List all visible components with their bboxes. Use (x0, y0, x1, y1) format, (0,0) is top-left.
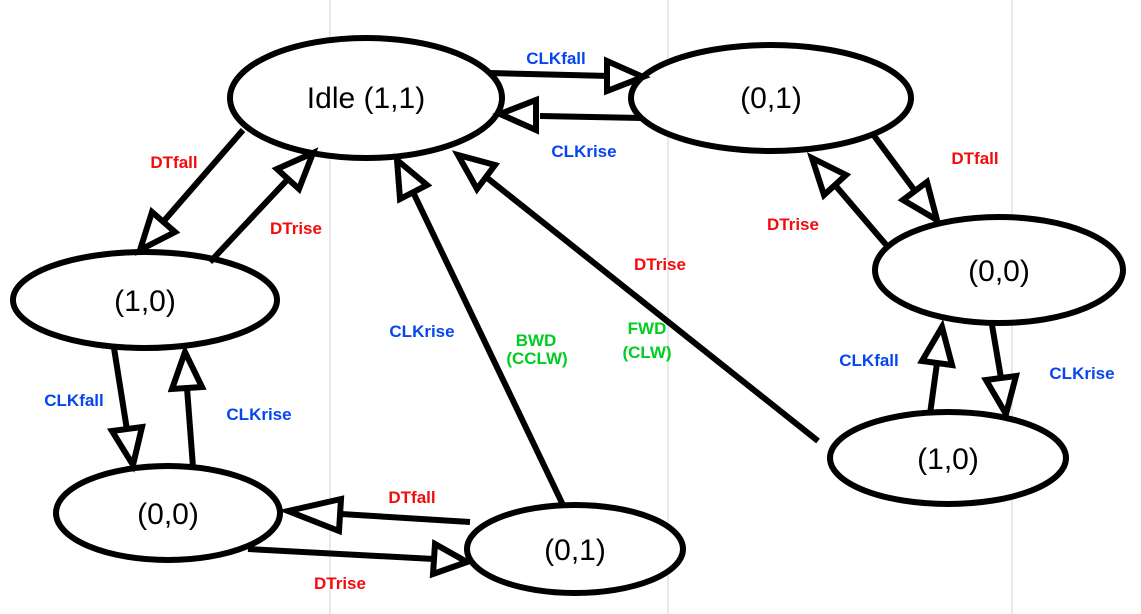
transition-top-right-to-right: DTfall (869, 131, 999, 227)
arrowhead (134, 206, 181, 256)
state-bottom-center: (0,1) (464, 502, 686, 596)
state-bottom-right-label: (1,0) (917, 443, 979, 476)
arrowhead (107, 423, 146, 473)
transition-label-clkfall: CLKfall (839, 351, 899, 370)
transition-label-clkrise: CLKrise (389, 322, 454, 341)
arrow-shaft (989, 324, 1004, 379)
arrow-shaft (489, 70, 611, 79)
arrowhead (604, 56, 651, 96)
state-bottom-left-ellipse (53, 463, 283, 563)
arrowhead (271, 147, 319, 195)
transition-label-clkrise: CLKrise (1049, 364, 1114, 383)
transition-label-clkfall: CLKfall (44, 391, 104, 410)
state-left-ellipse (10, 249, 280, 351)
annotation-bwd-cclw: BWD (CCLW) (506, 331, 567, 368)
transition-bottom-center-to-bottom-left: DTfall (277, 488, 471, 536)
state-bottom-right-ellipse (827, 409, 1069, 507)
arrow-shaft (340, 511, 471, 525)
arrow-shaft (410, 190, 566, 507)
arrowhead (167, 344, 207, 393)
transition-left-to-idle: DTrise (207, 147, 322, 265)
transition-label-dtrise: DTrise (314, 574, 366, 593)
state-bottom-right: (1,0) (827, 409, 1069, 507)
state-top-right-label: (0,1) (740, 82, 802, 115)
arrow-shaft (484, 174, 820, 444)
annotation-fwd-line1: FWD (628, 319, 667, 338)
annotation-bwd-line1: BWD (516, 331, 557, 350)
transition-idle-to-left: DTfall (134, 128, 246, 256)
arrowhead (981, 372, 1021, 422)
arrowhead (492, 95, 539, 135)
state-bottom-center-label: (0,1) (544, 534, 606, 567)
arrow-shaft (111, 347, 130, 431)
transition-left-to-bottom-left: CLKfall (44, 347, 146, 473)
annotation-fwd-clw: FWD (CLW) (622, 319, 671, 362)
transition-bottom-left-to-bottom-center: DTrise (247, 539, 475, 593)
transition-bottom-right-to-right: CLKfall (839, 319, 957, 415)
transition-top-right-to-idle: CLKrise (492, 95, 642, 161)
arrow-shaft (832, 183, 891, 249)
arrow-shaft (247, 546, 435, 562)
transition-idle-to-top-right: CLKfall (489, 49, 651, 96)
state-idle-label: Idle (1,1) (307, 82, 425, 115)
transition-label-clkrise: CLKrise (226, 405, 291, 424)
state-bottom-left-label: (0,0) (137, 498, 199, 531)
transition-bottom-left-to-left: CLKrise (167, 344, 292, 468)
transition-bottom-right-to-idle: DTrise (451, 150, 820, 444)
state-top-right-ellipse (628, 42, 914, 154)
transition-label-dtfall: DTfall (150, 153, 197, 172)
arrowhead (806, 152, 852, 201)
state-right-label: (0,0) (968, 255, 1030, 288)
arrow-shaft (869, 131, 918, 193)
state-right-ellipse (872, 214, 1126, 326)
transition-right-to-bottom-right: CLKrise (981, 324, 1115, 422)
arrowhead (429, 539, 475, 579)
arrowhead (451, 150, 501, 195)
arrow-shaft (160, 128, 246, 224)
state-left: (1,0) (10, 249, 280, 351)
state-top-right: (0,1) (628, 42, 914, 154)
annotation-bwd-line2: (CCLW) (506, 349, 567, 368)
transition-bottom-center-to-idle: CLKrise (389, 153, 566, 507)
transition-label-dtrise: DTrise (767, 215, 819, 234)
transition-label-dtfall: DTfall (388, 488, 435, 507)
transition-right-to-top-right: DTrise (767, 152, 891, 249)
arrowhead (393, 153, 433, 204)
state-bottom-left: (0,0) (53, 463, 283, 563)
arrow-shaft (539, 113, 642, 121)
arrow-shaft (207, 176, 291, 265)
transition-label-dtrise: DTrise (270, 219, 322, 238)
arrow-shaft (927, 362, 940, 415)
arrow-shaft (184, 387, 196, 468)
transition-label-clkrise: CLKrise (551, 142, 616, 161)
state-idle-ellipse (227, 35, 505, 161)
transition-label-dtrise: DTrise (634, 255, 686, 274)
transition-label-clkfall: CLKfall (526, 49, 586, 68)
annotation-fwd-line2: (CLW) (622, 343, 671, 362)
arrowhead (917, 319, 957, 369)
state-right: (0,0) (872, 214, 1126, 326)
transition-label-dtfall: DTfall (951, 149, 998, 168)
arrowhead (897, 176, 942, 227)
state-left-label: (1,0) (114, 285, 176, 318)
arrowhead (277, 495, 345, 536)
state-idle: Idle (1,1) (227, 35, 505, 161)
state-bottom-center-ellipse (464, 502, 686, 596)
